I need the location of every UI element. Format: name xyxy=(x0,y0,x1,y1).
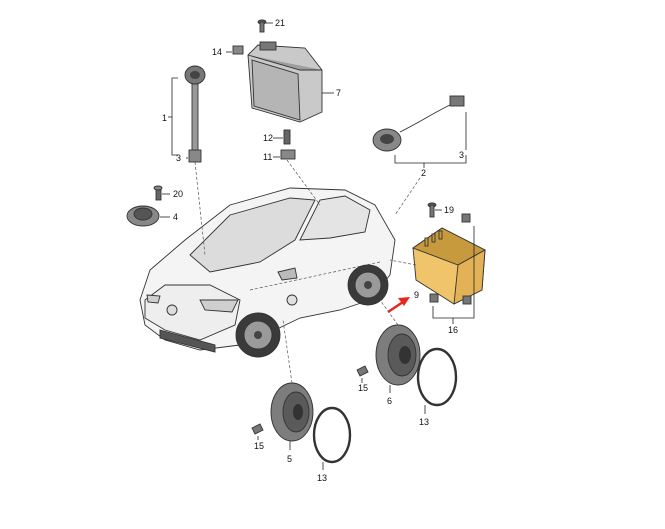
callout-15-right: 15 xyxy=(358,383,368,393)
callout-11: 11 xyxy=(263,152,272,162)
callout-21: 21 xyxy=(275,18,285,28)
part-13-seal-ring-right xyxy=(416,347,458,414)
callout-3-right: 3 xyxy=(459,150,464,160)
callout-6: 6 xyxy=(387,396,392,406)
callout-3-left: 3 xyxy=(176,153,181,163)
callout-7: 7 xyxy=(336,88,341,98)
callout-19: 19 xyxy=(444,205,454,215)
amplifier-module xyxy=(412,227,486,305)
callout-13-right: 13 xyxy=(419,417,429,427)
part-19-screw xyxy=(427,202,442,218)
part-4-speaker xyxy=(126,185,170,227)
callout-9: 9 xyxy=(414,290,419,300)
part-16-nuts xyxy=(429,213,475,324)
callout-1: 1 xyxy=(162,113,167,123)
part-7-subwoofer-box xyxy=(247,41,334,123)
part-1-tweeter-assembly xyxy=(168,65,206,163)
car-illustration xyxy=(139,187,396,358)
callout-20: 20 xyxy=(173,189,183,199)
callout-16: 16 xyxy=(448,325,458,335)
callout-5: 5 xyxy=(287,454,292,464)
part-15-clip-right xyxy=(356,365,369,383)
callout-14: 14 xyxy=(212,47,222,57)
callout-15-left: 15 xyxy=(254,441,264,451)
part-15-clip-left xyxy=(251,423,264,440)
part-5-woofer-left xyxy=(270,382,314,450)
part-14-bracket xyxy=(226,45,244,55)
highlight-arrow-icon xyxy=(387,297,410,314)
callout-2: 2 xyxy=(421,168,426,178)
part-11-clip xyxy=(273,149,296,160)
callout-4: 4 xyxy=(173,212,178,222)
part-6-woofer-right xyxy=(375,324,421,393)
part-13-seal-ring-left xyxy=(312,406,352,470)
part-21-screw xyxy=(257,19,273,33)
part-12-bolt xyxy=(273,129,291,145)
callout-12: 12 xyxy=(263,133,273,143)
part-2-cable-assembly xyxy=(372,95,467,168)
callout-13-left: 13 xyxy=(317,473,327,483)
